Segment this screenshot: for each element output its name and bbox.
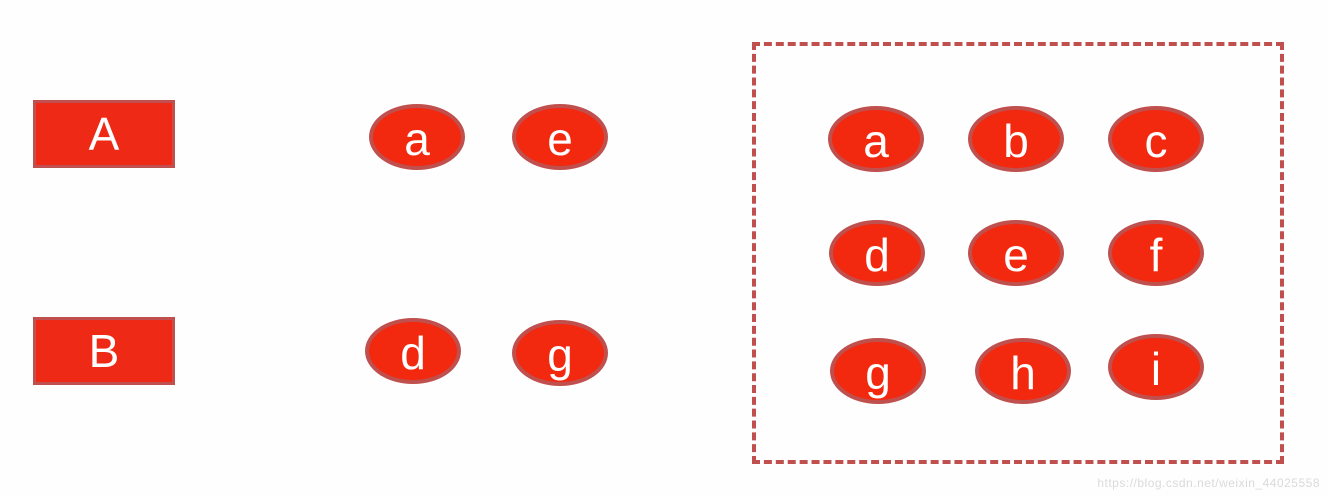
- pool-node: a: [828, 106, 924, 172]
- pool-node: e: [968, 220, 1064, 286]
- node-label: a: [863, 115, 889, 167]
- watermark-text: https://blog.csdn.net/weixin_44025558: [1097, 476, 1320, 490]
- group-box-b: B: [33, 317, 175, 385]
- group-box-label: B: [88, 325, 120, 377]
- node-label: h: [1010, 347, 1036, 399]
- node-label: e: [1003, 229, 1029, 281]
- node-label: d: [400, 327, 426, 379]
- pool-node: c: [1108, 106, 1204, 172]
- pool-node: b: [968, 106, 1064, 172]
- node-label: i: [1150, 343, 1162, 395]
- node-circle: d: [365, 318, 461, 384]
- node-circle: e: [512, 104, 608, 170]
- node-label: g: [547, 329, 573, 381]
- node-label: a: [404, 113, 430, 165]
- node-label: c: [1144, 115, 1168, 167]
- pool-node: g: [830, 338, 926, 404]
- node-circle: g: [512, 320, 608, 386]
- pool-node: i: [1108, 334, 1204, 400]
- pool-node: f: [1108, 220, 1204, 286]
- node-label: g: [865, 347, 891, 399]
- node-label: e: [547, 113, 573, 165]
- group-box-a: A: [33, 100, 175, 168]
- node-label: d: [864, 229, 890, 281]
- group-box-label: A: [88, 108, 120, 160]
- node-label: b: [1003, 115, 1029, 167]
- node-pool-container: [752, 42, 1284, 464]
- pool-node: h: [975, 338, 1071, 404]
- pool-node: d: [829, 220, 925, 286]
- node-label: f: [1149, 229, 1163, 281]
- node-circle: a: [369, 104, 465, 170]
